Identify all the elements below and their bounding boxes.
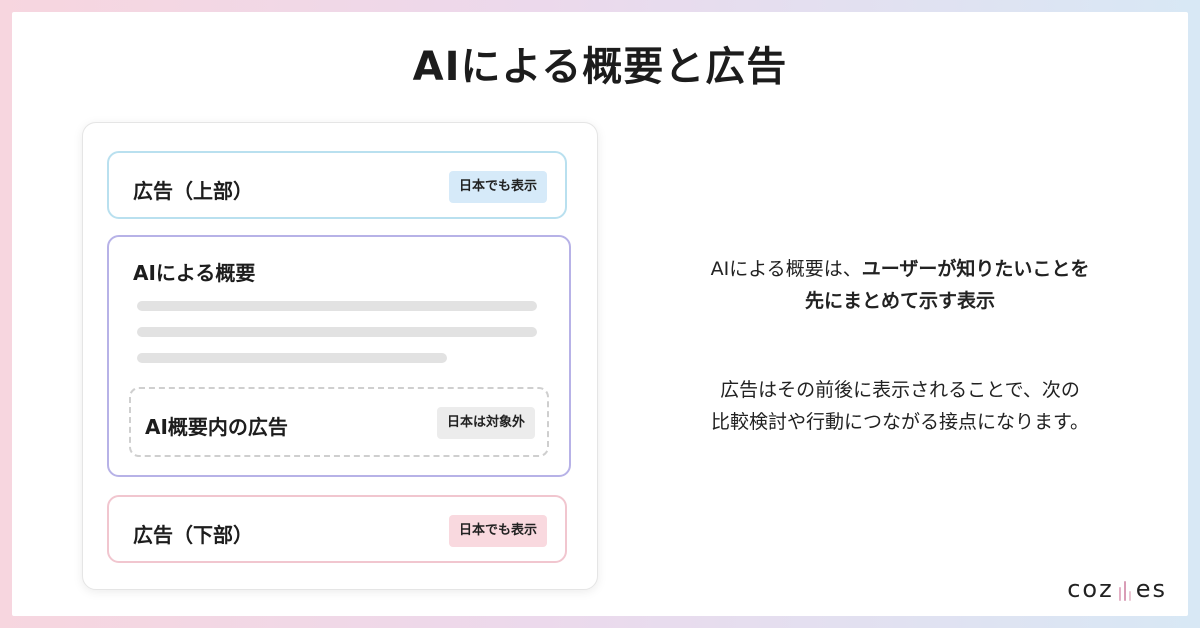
inner-ad-box: AI概要内の広告 日本は対象外 xyxy=(129,387,549,457)
ai-summary-line xyxy=(137,327,537,337)
bottom-ad-badge: 日本でも表示 xyxy=(448,515,547,547)
ad-description-line-2: 比較検討や行動につながる接点になります。 xyxy=(710,411,1090,433)
inner-ad-label: AI概要内の広告 xyxy=(145,415,288,439)
bottom-ad-box: 広告（下部） 日本でも表示 xyxy=(107,495,567,563)
logo-text-right: es xyxy=(1135,575,1167,603)
inner-ad-badge: 日本は対象外 xyxy=(436,407,535,439)
page-title: AIによる概要と広告 xyxy=(412,44,788,90)
ai-summary-line xyxy=(137,301,537,311)
ad-description-line-1: 広告はその前後に表示されることで、次の xyxy=(720,379,1080,401)
search-results-mockup: 広告（上部） 日本でも表示 AIによる概要 AI概要内の広告 日本は対象外 広告… xyxy=(82,122,598,590)
logo-text-left: coz xyxy=(1067,575,1114,603)
description-line-1: AIによる概要は、ユーザーが知りたいことを xyxy=(620,253,1180,285)
description-line-2: 先にまとめて示す表示 xyxy=(804,290,995,312)
top-ad-label: 広告（上部） xyxy=(133,179,253,203)
ai-overview-box: AIによる概要 AI概要内の広告 日本は対象外 xyxy=(107,235,571,477)
cozzies-logo: coz es xyxy=(1067,575,1167,603)
top-ad-box: 広告（上部） 日本でも表示 xyxy=(107,151,567,219)
ad-description: 広告はその前後に表示されることで、次の 比較検討や行動につながる接点になります。 xyxy=(620,374,1180,438)
top-ad-badge: 日本でも表示 xyxy=(448,171,547,203)
ai-summary-line xyxy=(137,353,447,363)
bar-mark-icon xyxy=(1118,579,1131,601)
description-strong-text: ユーザーが知りたいことを xyxy=(861,258,1090,280)
description-normal-text: AIによる概要は、 xyxy=(710,258,862,280)
ai-overview-title: AIによる概要 xyxy=(133,261,256,285)
ai-overview-description: AIによる概要は、ユーザーが知りたいことを 先にまとめて示す表示 xyxy=(620,253,1180,317)
bottom-ad-label: 広告（下部） xyxy=(133,523,253,547)
